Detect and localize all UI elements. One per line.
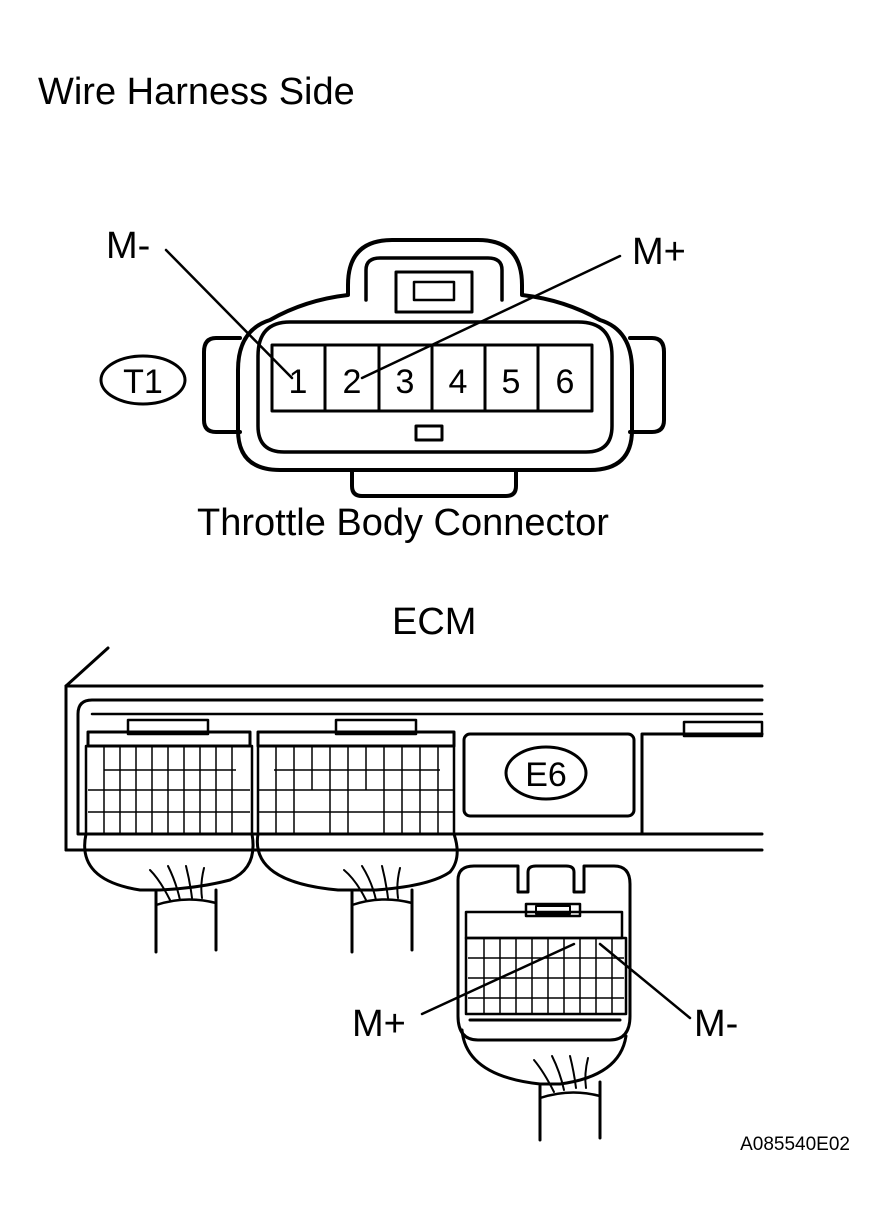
connector-code-e6: E6 bbox=[525, 756, 567, 794]
callout-label-m-minus-ecm: M- bbox=[694, 1003, 738, 1045]
throttle-connector-caption: Throttle Body Connector bbox=[197, 502, 609, 544]
callout-label-m-plus-ecm: M+ bbox=[352, 1003, 406, 1045]
connector-code-t1: T1 bbox=[123, 363, 163, 401]
pin-2: 2 bbox=[343, 363, 362, 401]
pin-6: 6 bbox=[556, 363, 575, 401]
callout-label-m-minus-throttle: M- bbox=[106, 225, 150, 267]
pin-4: 4 bbox=[449, 363, 468, 401]
ecm-callouts: M+ M- bbox=[352, 942, 738, 1045]
pin-5: 5 bbox=[502, 363, 521, 401]
connector-code-badge-e6: E6 bbox=[504, 745, 588, 801]
throttle-callouts: M- M+ bbox=[106, 225, 686, 380]
figure-id: A085540E02 bbox=[740, 1134, 850, 1155]
pin-3: 3 bbox=[396, 363, 415, 401]
leader-line-m-plus-throttle bbox=[360, 254, 622, 380]
ecm-connector-middle bbox=[255, 718, 459, 954]
leader-line-m-minus-ecm bbox=[598, 942, 692, 1020]
connector-code-badge-t1: T1 bbox=[99, 354, 187, 406]
leader-line-m-minus-throttle bbox=[164, 248, 294, 380]
diagram-title: Wire Harness Side bbox=[38, 71, 355, 113]
ecm-label: ECM bbox=[392, 601, 476, 643]
e6-connector-plug bbox=[456, 864, 632, 1142]
leader-line-m-plus-ecm bbox=[420, 942, 576, 1016]
ecm-connector-left bbox=[83, 718, 255, 954]
throttle-body-connector bbox=[202, 238, 666, 498]
ecm-unit bbox=[64, 646, 764, 852]
pin-1: 1 bbox=[289, 363, 308, 401]
callout-label-m-plus-throttle: M+ bbox=[632, 231, 686, 273]
pin-numbers: 1 2 3 4 5 6 bbox=[289, 363, 575, 401]
